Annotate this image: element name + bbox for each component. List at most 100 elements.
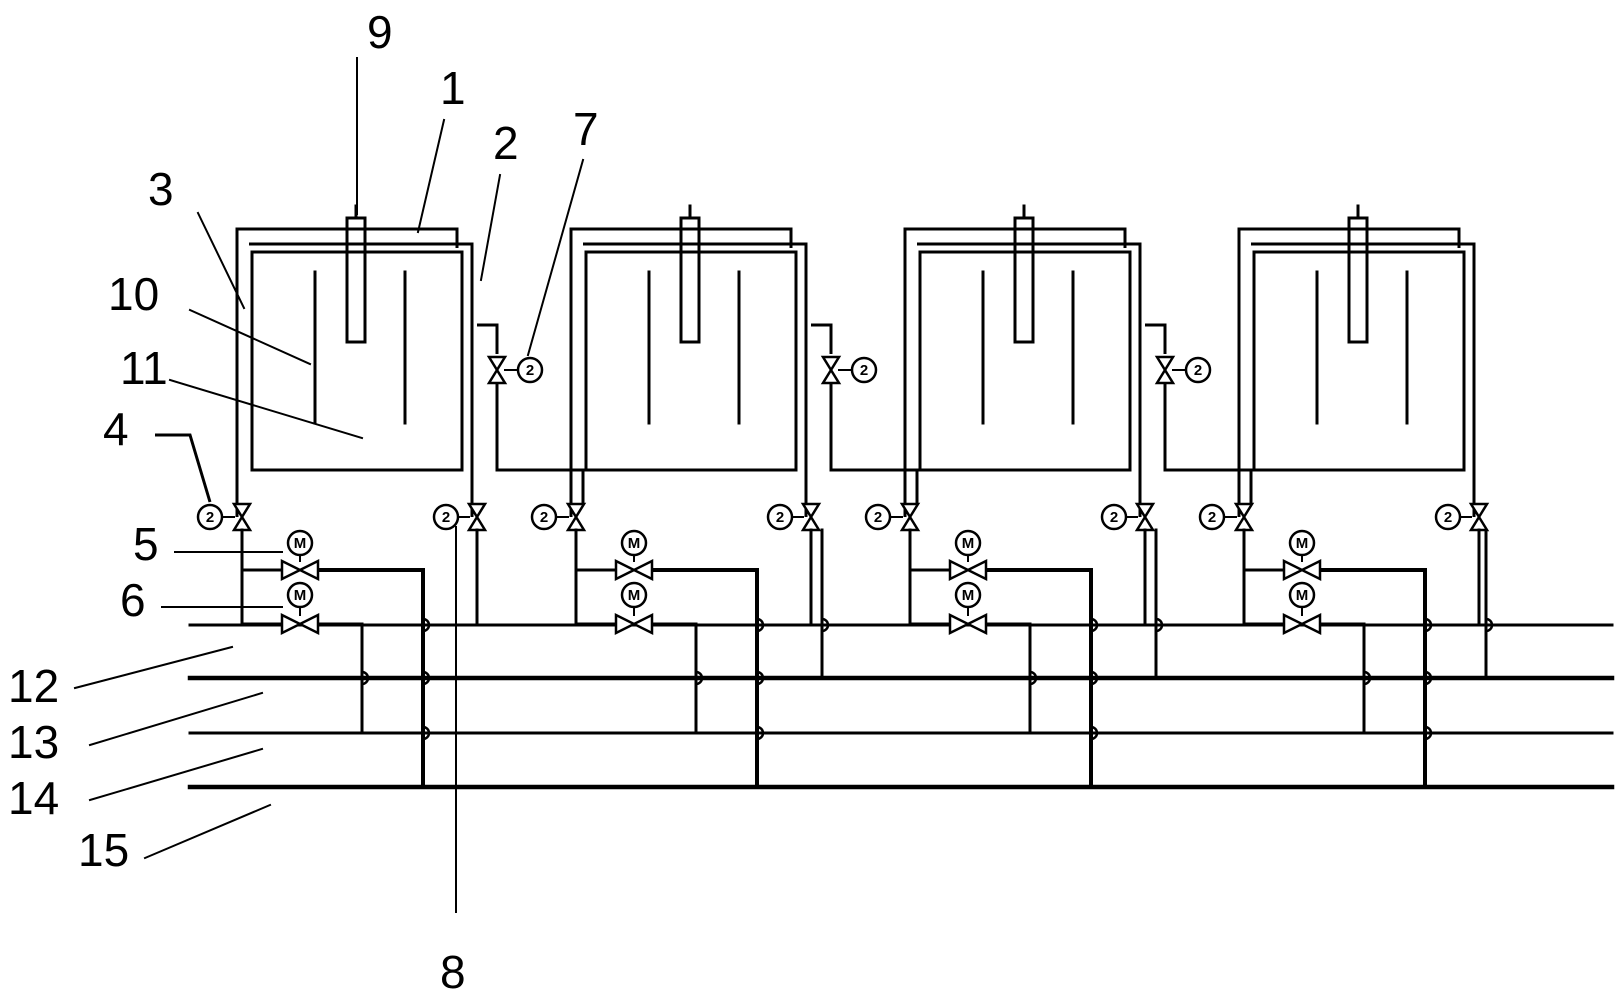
crossover-hump	[756, 725, 765, 741]
bottom-left-valve	[899, 502, 921, 532]
crossover-hump	[1363, 670, 1372, 686]
valve-body	[565, 502, 587, 532]
tank-body	[918, 250, 1132, 472]
transfer-pipe-lower	[1163, 384, 1253, 505]
valve-body	[231, 502, 253, 532]
overflow-pipe-2	[1251, 242, 1476, 517]
motor-valve-6	[614, 612, 654, 636]
valve-body	[800, 502, 822, 532]
tank-body	[250, 250, 464, 472]
header-pipes	[187, 528, 1615, 790]
transfer-pipe-upper	[1145, 323, 1167, 354]
bottom-right-actuator: 2	[432, 503, 460, 531]
leader-14	[88, 747, 264, 802]
leader-15	[143, 803, 272, 860]
valve-body	[466, 502, 488, 532]
motor-actuator-5: M	[286, 529, 314, 557]
overflow-pipe-2	[583, 242, 808, 517]
label-6: 6	[120, 574, 146, 626]
valve-body	[1233, 502, 1255, 532]
label-14: 14	[8, 772, 59, 824]
actuator-circle	[196, 503, 224, 531]
bottom-right-actuator: 2	[1434, 503, 1462, 531]
valve-body	[899, 502, 921, 532]
crossover-hump	[1090, 725, 1099, 741]
motor-valve-5	[948, 558, 988, 582]
valve-body	[280, 612, 320, 636]
line-to-header-15	[1320, 568, 1427, 787]
actuator-mark: M	[962, 535, 975, 552]
motor-actuator-6: M	[620, 581, 648, 609]
actuator-mark: M	[1296, 587, 1309, 604]
valve-body	[1282, 612, 1322, 636]
label-2: 2	[493, 117, 519, 169]
overflow-actuator-7: 2	[516, 356, 544, 384]
actuator-circle	[1434, 503, 1462, 531]
motor-valve-6	[948, 612, 988, 636]
overflow-pipe-2	[249, 242, 474, 517]
actuator-circle	[432, 503, 460, 531]
valve-body	[614, 558, 654, 582]
bottom-right-actuator: 2	[766, 503, 794, 531]
bottom-left-actuator: 2	[864, 503, 892, 531]
label-11: 11	[120, 342, 168, 394]
actuator-mark: 2	[860, 362, 868, 379]
probe-9	[1347, 216, 1369, 344]
actuator-mark: M	[628, 535, 641, 552]
crossover-hump	[361, 670, 370, 686]
actuator-mark: M	[294, 535, 307, 552]
actuator-circle	[620, 581, 648, 609]
actuator-mark: 2	[1110, 509, 1118, 526]
actuator-circle	[864, 503, 892, 531]
crossover-hump	[1090, 617, 1099, 633]
motor-valve-5	[614, 558, 654, 582]
leader-11	[168, 378, 364, 440]
bottom-left-actuator: 2	[530, 503, 558, 531]
actuator-circle	[516, 356, 544, 384]
actuator-mark: M	[1296, 535, 1309, 552]
bottom-left-valve	[231, 502, 253, 532]
actuator-mark: 2	[1208, 509, 1216, 526]
transfer-pipe-lower	[495, 384, 585, 505]
line-to-header-14	[986, 622, 1032, 733]
overflow-actuator-7: 2	[850, 356, 878, 384]
label-1: 1	[440, 62, 466, 114]
tank-body	[1252, 250, 1466, 472]
actuator-circle	[286, 581, 314, 609]
valve-body	[1468, 502, 1490, 532]
valve-body	[1154, 355, 1176, 385]
bottom-left-actuator: 2	[1198, 503, 1226, 531]
bottom-right-valve-8	[466, 502, 488, 532]
bottom-left-valve	[565, 502, 587, 532]
actuator-mark: M	[628, 587, 641, 604]
crossover-hump	[821, 617, 830, 633]
label-3: 3	[148, 163, 174, 215]
actuator-circle	[1288, 581, 1316, 609]
actuator-mark: M	[962, 587, 975, 604]
bottom-right-valve-8	[800, 502, 822, 532]
actuator-mark: 2	[526, 362, 534, 379]
actuator-circle	[1100, 503, 1128, 531]
bottom-right-actuator: 2	[1100, 503, 1128, 531]
actuator-circle	[286, 529, 314, 557]
valve-body	[820, 355, 842, 385]
leader-2	[479, 173, 502, 282]
motor-actuator-6: M	[286, 581, 314, 609]
line-to-header-14	[318, 622, 364, 733]
leader-3	[196, 211, 246, 310]
actuator-circle	[850, 356, 878, 384]
valve-body	[1282, 558, 1322, 582]
actuator-circle	[1184, 356, 1212, 384]
actuator-mark: 2	[442, 509, 450, 526]
actuator-circle	[1198, 503, 1226, 531]
crossover-hump	[1424, 670, 1433, 686]
valve-body	[280, 558, 320, 582]
tank-body	[584, 250, 798, 472]
overflow-valve-7	[820, 355, 842, 385]
motor-valve-6	[1282, 612, 1322, 636]
motor-actuator-5: M	[620, 529, 648, 557]
crossover-hump	[1424, 725, 1433, 741]
probe-9	[1013, 216, 1035, 344]
